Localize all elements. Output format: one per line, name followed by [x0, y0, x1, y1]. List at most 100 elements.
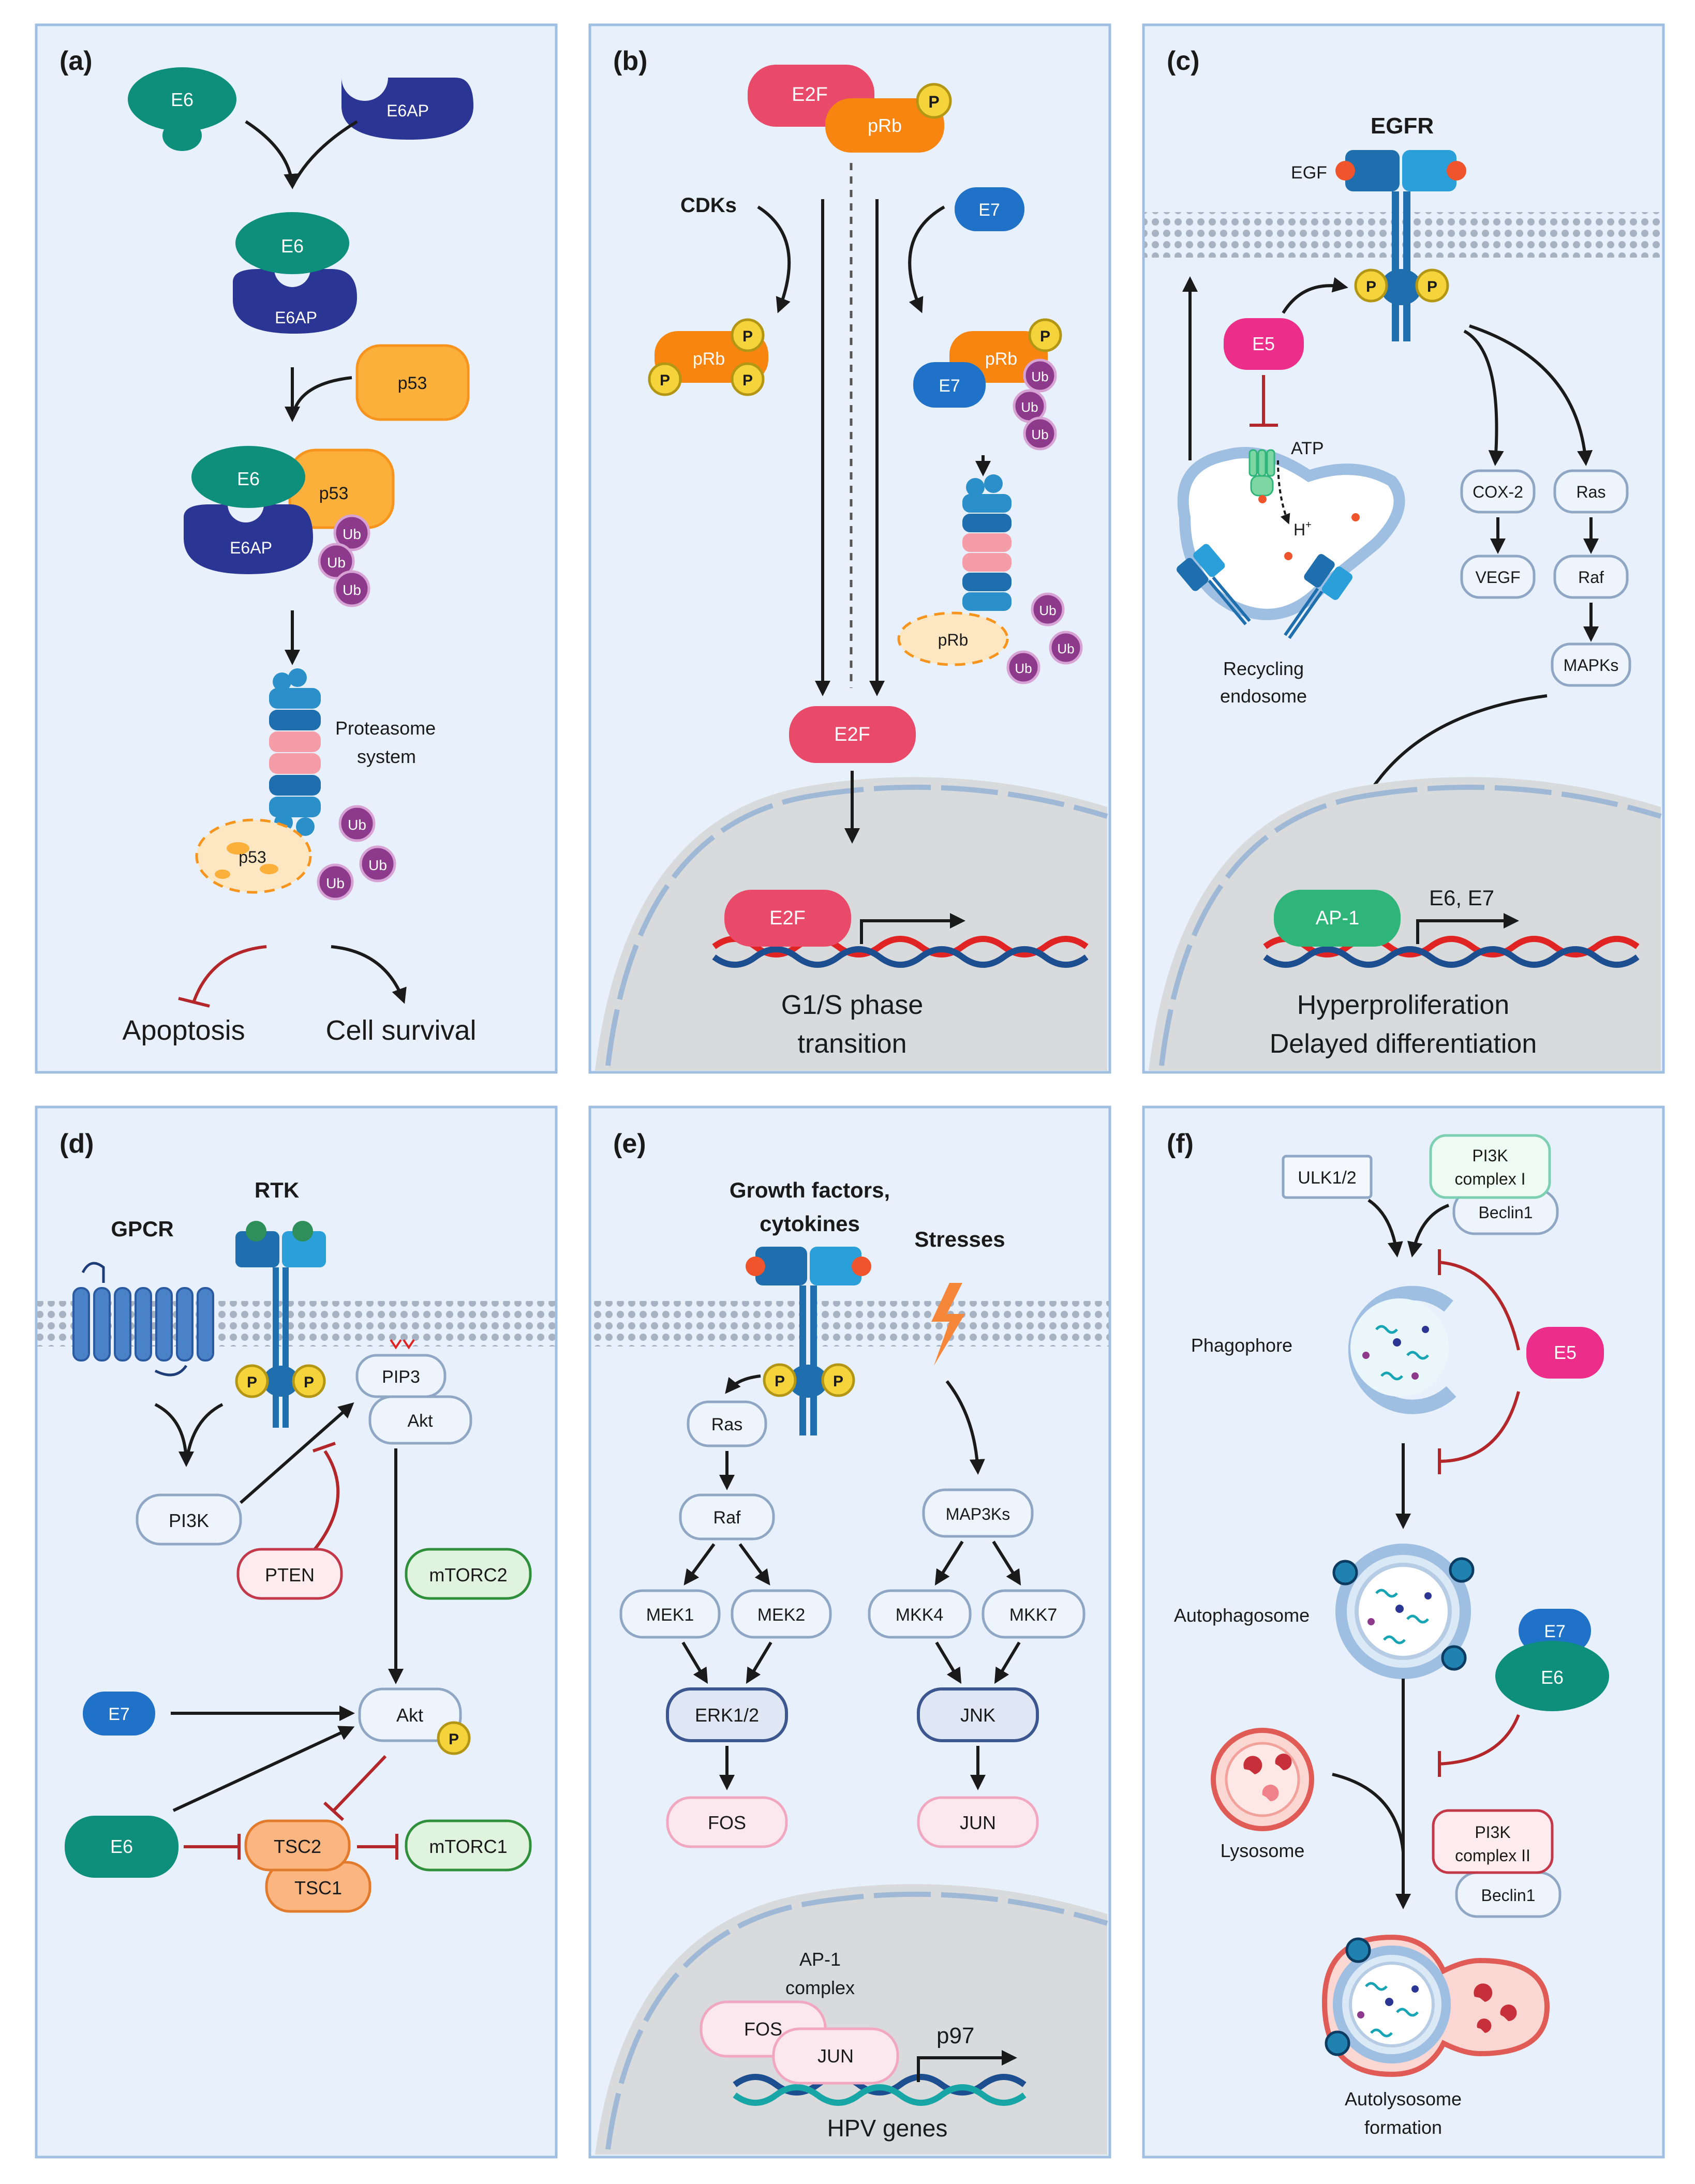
- stresses-label: Stresses: [914, 1227, 1005, 1251]
- proteasome-b: [962, 474, 1012, 611]
- e5-label-f: E5: [1554, 1342, 1577, 1363]
- pi3k-complex-i-node: [1429, 1134, 1551, 1199]
- gf-receptor: P P: [746, 1247, 871, 1435]
- proton-dot-3: [1258, 495, 1267, 503]
- e6-label-f: E6: [1541, 1667, 1564, 1688]
- endosome-label-2: endosome: [1220, 685, 1307, 707]
- endosome-egfr-2: [1284, 554, 1353, 639]
- erk-label: ERK1/2: [695, 1704, 759, 1726]
- panel-f: (f) ULK1/2 Beclin1 PI3K complex I E5 Pha…: [1142, 1105, 1665, 2159]
- free-ubiquitin-a: Ub Ub Ub: [317, 805, 396, 901]
- p-e1: P: [775, 1373, 785, 1390]
- ub-a4: Ub: [348, 817, 366, 833]
- mek2-erk-arrow: [746, 1641, 772, 1684]
- jun-nuclear-node: [772, 2027, 899, 2085]
- e6-protein: E6: [128, 67, 236, 151]
- raf-label-c: Raf: [1578, 568, 1604, 587]
- proton-sup: +: [1305, 519, 1312, 531]
- degraded-p53-label: p53: [239, 848, 266, 866]
- panel-c-tag: (c): [1167, 46, 1200, 76]
- nuclear-envelope-b: [605, 794, 808, 1066]
- jun-label: JUN: [960, 1812, 996, 1833]
- ub-b4: Ub: [1039, 603, 1056, 618]
- ap1-box-c: [1274, 890, 1401, 947]
- e6-akt-arrow: [172, 1726, 355, 1812]
- stress-map3k-arrow: [945, 1380, 985, 1475]
- beclin1-label-1: Beclin1: [1479, 1203, 1533, 1222]
- rtk-pi3k-arrow: [185, 1403, 224, 1464]
- ub-a2: Ub: [327, 555, 346, 571]
- ub-b6: Ub: [1015, 661, 1032, 676]
- p-b1: P: [742, 328, 753, 345]
- ub-a1: Ub: [343, 526, 361, 542]
- autophagosome: [1332, 1544, 1475, 1679]
- mek2-node: [731, 1589, 832, 1639]
- panel-f-tag: (f): [1167, 1129, 1194, 1159]
- lysosome-join-arrow: [1332, 1773, 1405, 1852]
- hpv-genes-label: HPV genes: [827, 2115, 948, 2142]
- ras-node-e: [687, 1400, 767, 1447]
- complex-p53-label: p53: [319, 484, 349, 503]
- pi3k-label: PI3K: [169, 1510, 209, 1531]
- gf-label-2: cytokines: [760, 1211, 860, 1236]
- p-d2: P: [304, 1374, 314, 1391]
- proton-label: H+: [1293, 519, 1312, 539]
- p53-box: [355, 344, 470, 421]
- pi3k-pip3-arrow: [240, 1402, 354, 1504]
- egf-label: EGF: [1291, 163, 1327, 183]
- egfr-label: EGFR: [1371, 113, 1434, 139]
- phagophore: [1348, 1285, 1456, 1414]
- degraded-prb: pRb: [897, 611, 1009, 666]
- e6-fusion-inhibition: [1438, 1714, 1520, 1766]
- transcription-arrow-b: [860, 913, 965, 944]
- complex-e6-label: E6: [281, 235, 304, 257]
- cdks-label: CDKs: [680, 194, 737, 217]
- e5-label-c: E5: [1252, 333, 1275, 354]
- egfr-ras-arrow: [1469, 324, 1593, 466]
- ras-node-c: [1553, 469, 1629, 514]
- vegf-label: VEGF: [1475, 568, 1520, 587]
- p-b4: P: [1040, 328, 1050, 345]
- fos-node: [666, 1796, 788, 1848]
- proton-h: H: [1293, 520, 1305, 539]
- endosome-label-1: Recycling: [1223, 658, 1304, 679]
- gpcr-pi3k-arrow: [154, 1403, 194, 1467]
- nuclear-envelope-e2: [807, 1891, 1108, 1926]
- e6ap-protein: E6AP: [341, 78, 473, 140]
- phospho-prb: pRb P P P: [648, 318, 768, 396]
- e7-prb-ub-complex: pRb P E7 Ub Ub Ub: [913, 318, 1062, 451]
- pip3-label: PIP3: [382, 1367, 420, 1387]
- pten-node: [236, 1548, 343, 1600]
- akt-phospho-circle: [437, 1721, 471, 1755]
- p-c1: P: [1366, 278, 1376, 295]
- fos-nuclear-label: FOS: [744, 2018, 782, 2040]
- degraded-p53: p53: [195, 818, 312, 894]
- e7-box-d: [83, 1692, 155, 1736]
- panel-a-tag: (a): [60, 46, 93, 76]
- panel-b-tag: (b): [613, 46, 647, 76]
- e5-phagophore-inhibition-1: [1438, 1261, 1520, 1351]
- mkk4-node: [868, 1589, 972, 1639]
- apoptosis-inhibition: [192, 945, 267, 1002]
- cox2-label: COX-2: [1473, 483, 1523, 501]
- nuclear-envelope-c: [1159, 794, 1361, 1066]
- plasma-membrane-e: [591, 1301, 1109, 1347]
- akt-tsc2-bar: [323, 1801, 345, 1821]
- mkk7-node: [982, 1589, 1086, 1639]
- nucleus-b: [595, 777, 1107, 1071]
- nuclear-envelope-b2: [807, 784, 1108, 819]
- transition-label-2: transition: [798, 1029, 907, 1059]
- raf-node-e: [679, 1493, 775, 1540]
- e2f-dna-label: E2F: [769, 907, 806, 929]
- apoptosis-bar: [178, 997, 210, 1008]
- autolysosome-label-2: formation: [1364, 2117, 1442, 2138]
- ub-a5: Ub: [368, 857, 387, 873]
- erk-node: [666, 1687, 788, 1742]
- mtorc2-label: mTORC2: [429, 1564, 507, 1585]
- mkk7-jnk-arrow: [994, 1641, 1021, 1684]
- mek1-label: MEK1: [646, 1605, 694, 1625]
- e6-box-f: [1495, 1641, 1609, 1711]
- ub-a3: Ub: [343, 582, 361, 598]
- raf-label-e: Raf: [713, 1508, 741, 1528]
